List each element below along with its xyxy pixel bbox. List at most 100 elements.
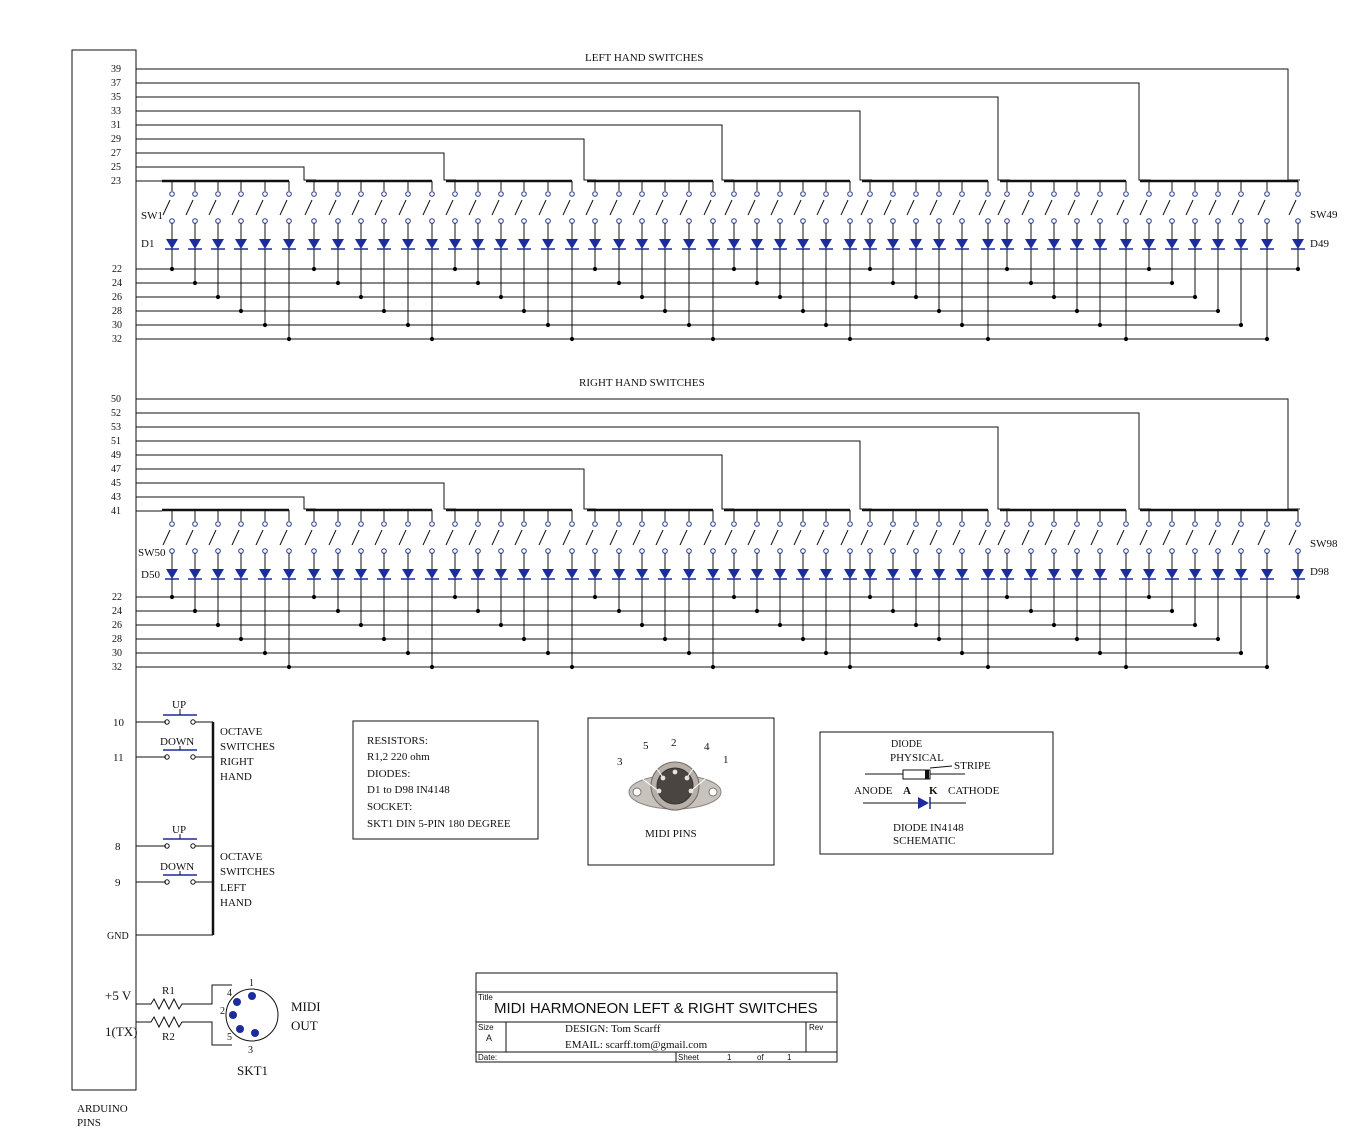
left-diode-8 xyxy=(331,239,345,250)
left-switch-44 xyxy=(1162,181,1175,239)
diode-box: DIODE PHYSICAL STRIPE ANODE A K CATHODE … xyxy=(819,731,1054,855)
left-switch-30 xyxy=(840,181,853,239)
right-switch-45 xyxy=(1185,510,1198,569)
diode-caption-2: SCHEMATIC xyxy=(893,835,955,847)
left-section-title: LEFT HAND SWITCHES xyxy=(585,52,703,64)
right-diode-21 xyxy=(635,569,649,580)
parts-line-1: RESISTORS: xyxy=(367,735,428,747)
left-switch-6 xyxy=(279,181,292,239)
of-tag: of xyxy=(757,1053,764,1062)
left-diode-11 xyxy=(401,239,415,250)
right-row-line-50 xyxy=(136,398,1300,510)
pin-8-label: 8 xyxy=(115,841,121,853)
right-switch-24 xyxy=(703,510,716,569)
left-octave-caption-3: LEFT xyxy=(220,882,247,894)
left-switch-38 xyxy=(1021,181,1034,239)
left-row-pin-25: 25 xyxy=(111,162,121,173)
left-row-pin-29: 29 xyxy=(111,134,121,145)
left-diode-29 xyxy=(819,239,833,250)
left-switch-39 xyxy=(1044,181,1057,239)
octave-switches: GND 10 UP 11 DOWN OCTAVE SWITCHES RIGHT … xyxy=(107,699,275,942)
right-row-pin-49: 49 xyxy=(111,450,121,461)
left-switch-47 xyxy=(1231,181,1244,239)
left-switch-9 xyxy=(351,181,364,239)
left-switch-7 xyxy=(304,181,317,239)
right-switch-4 xyxy=(231,510,244,569)
right-switch-46 xyxy=(1208,510,1221,569)
title-text: MIDI HARMONEON LEFT & RIGHT SWITCHES xyxy=(494,1000,818,1017)
right-diode-26 xyxy=(750,569,764,580)
left-col-pin-30-4: 30 xyxy=(112,320,122,331)
left-diode-37 xyxy=(1000,239,1014,250)
parts-line-5: SOCKET: xyxy=(367,801,412,813)
right-switch-22 xyxy=(655,510,668,569)
left-diode-14 xyxy=(471,239,485,250)
right-diode-32 xyxy=(886,569,900,580)
right-diode-34 xyxy=(932,569,946,580)
right-diode-44 xyxy=(1165,569,1179,580)
left-switch-36 xyxy=(978,181,991,239)
right-diode-19 xyxy=(588,569,602,580)
diode-box-title-2: PHYSICAL xyxy=(890,752,944,764)
right-switch-26 xyxy=(747,510,760,569)
right-diode-14 xyxy=(471,569,485,580)
right-col-pin-28-3: 28 xyxy=(112,634,122,645)
left-switch-5 xyxy=(255,181,268,239)
right-diode-28 xyxy=(796,569,810,580)
right-diode-29 xyxy=(819,569,833,580)
right-diode-13 xyxy=(448,569,462,580)
left-switch-11 xyxy=(398,181,411,239)
left-diode-27 xyxy=(773,239,787,250)
right-switch-47 xyxy=(1231,510,1244,569)
parts-list-box: RESISTORS: R1,2 220 ohm DIODES: D1 to D9… xyxy=(352,720,539,840)
right-first-diode-label: D50 xyxy=(141,569,160,581)
right-row-pin-53: 53 xyxy=(111,422,121,433)
left-diode-48 xyxy=(1260,239,1274,250)
left-row-line-37 xyxy=(136,82,1151,181)
left-col-pin-22-0: 22 xyxy=(112,264,122,275)
left-switch-41 xyxy=(1090,181,1103,239)
right-switch-6 xyxy=(279,510,292,569)
midi-out-circuit: +5 V 1(TX) R1 R2 1 4 2 5 3 MIDI OUT SKT1 xyxy=(105,978,321,1078)
left-diode-6 xyxy=(282,239,296,250)
right-diode-10 xyxy=(377,569,391,580)
diode-a-label: A xyxy=(903,785,911,797)
right-first-switch-label: SW50 xyxy=(138,547,166,559)
left-switch-28 xyxy=(793,181,806,239)
left-diode-3 xyxy=(211,239,225,250)
left-switch-13 xyxy=(445,181,458,239)
right-row-pin-52: 52 xyxy=(111,408,121,419)
diode-caption-1: DIODE IN4148 xyxy=(893,822,964,834)
r2-label: R2 xyxy=(162,1031,175,1043)
left-switch-1 xyxy=(162,181,175,239)
left-diode-2 xyxy=(188,239,202,250)
diode-box-stripe: STRIPE xyxy=(954,760,991,772)
left-row-line-25 xyxy=(136,166,316,181)
right-octave-caption-3: RIGHT xyxy=(220,756,254,768)
left-diode-18 xyxy=(565,239,579,250)
left-diode-25 xyxy=(727,239,741,250)
right-switch-41 xyxy=(1090,510,1103,569)
midi-pin-5-label: 5 xyxy=(643,740,649,752)
right-switch-21 xyxy=(632,510,645,569)
pin-9-label: 9 xyxy=(115,877,121,889)
left-diode-36 xyxy=(981,239,995,250)
right-switch-10 xyxy=(374,510,387,569)
right-switch-16 xyxy=(514,510,527,569)
left-switch-31 xyxy=(860,181,873,239)
right-diode-41 xyxy=(1093,569,1107,580)
left-diode-30 xyxy=(843,239,857,250)
left-diode-16 xyxy=(517,239,531,250)
right-diode-38 xyxy=(1024,569,1038,580)
right-diode-24 xyxy=(706,569,720,580)
midi-pin-3-label: 3 xyxy=(617,756,623,768)
right-switch-28 xyxy=(793,510,806,569)
right-octave-up-label: UP xyxy=(172,699,186,711)
right-switch-34 xyxy=(929,510,942,569)
left-diode-4 xyxy=(234,239,248,250)
pin-10-label: 10 xyxy=(113,717,125,729)
left-switch-45 xyxy=(1185,181,1198,239)
left-diode-22 xyxy=(658,239,672,250)
tx-label: 1(TX) xyxy=(105,1024,138,1039)
